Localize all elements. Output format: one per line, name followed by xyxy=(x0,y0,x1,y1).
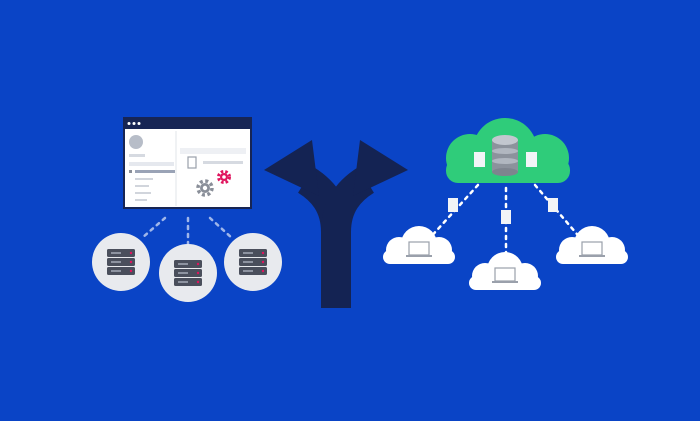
laptop-icon xyxy=(492,267,518,283)
cloud-icon xyxy=(556,226,628,264)
dashboard-window-icon xyxy=(123,117,252,209)
document-icon xyxy=(474,152,537,167)
fork-arrow-icon xyxy=(264,140,408,308)
server-connector-lines xyxy=(140,216,234,247)
avatar xyxy=(129,135,143,149)
server-rack-icon xyxy=(224,233,282,291)
laptop-icon xyxy=(579,241,605,257)
database-icon xyxy=(492,135,518,176)
gear-accent-icon xyxy=(217,170,231,184)
cloud-icon xyxy=(383,226,455,264)
file-icon xyxy=(448,198,558,224)
server-rack-icon xyxy=(92,233,150,291)
server-rack-icon xyxy=(159,244,217,302)
document-icon xyxy=(187,156,197,169)
laptop-icon xyxy=(406,241,432,257)
gear-icon xyxy=(196,179,214,197)
cloud-icon xyxy=(469,252,541,290)
